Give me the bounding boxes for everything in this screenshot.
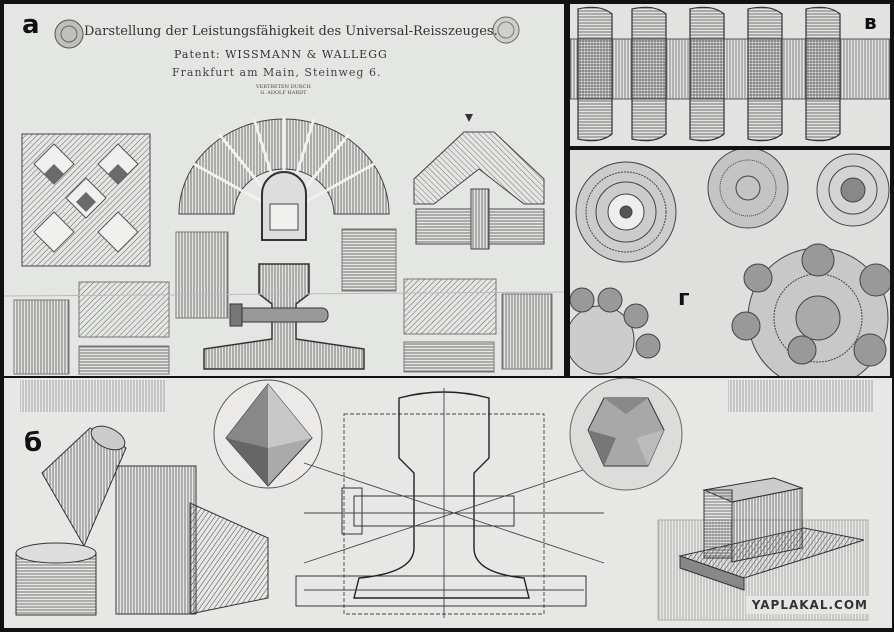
panel-label-g: г <box>678 286 690 311</box>
hatch-block <box>78 281 170 338</box>
watermark: YAPLAKAL.COM <box>745 596 874 614</box>
ring-of-spheres <box>570 287 661 375</box>
cylinders-and-prism <box>15 425 269 616</box>
box-on-slab <box>657 477 869 621</box>
rail-technical-drawing <box>295 388 605 618</box>
panel-label-v: в <box>864 10 877 34</box>
seal-right <box>492 16 520 44</box>
panel-label-a: а <box>22 10 40 40</box>
hatch-block <box>175 231 229 319</box>
fan-ornament <box>178 116 390 241</box>
patent-line: Patent: WISSMANN & WALLEGG <box>174 48 388 61</box>
hatch-block <box>13 299 70 375</box>
panel-v: в <box>570 4 890 146</box>
rosette-medium <box>707 150 789 229</box>
geometric-tile-pattern <box>21 133 151 267</box>
hatch-block <box>403 341 495 373</box>
panel-label-b: б <box>24 428 43 458</box>
hatch-block <box>78 345 170 375</box>
document-title: Darstellung der Leistungsfähigkeit des U… <box>84 24 498 39</box>
twisted-rope-drawing <box>570 6 890 142</box>
rosette-cluster <box>731 243 890 376</box>
cross-ornament <box>413 114 545 250</box>
polyhedron-in-circle <box>569 378 683 491</box>
hatch-block <box>403 278 497 335</box>
panel-b: б YAPLAKAL.COM <box>4 378 892 628</box>
octahedron-in-circle <box>213 379 323 489</box>
rosette-large <box>575 161 677 263</box>
agent-line-2: G. ADOLF HARDT <box>260 90 307 96</box>
agent-line-1: VERTRETEN DURCH <box>256 84 311 90</box>
agent-stamp: VERTRETEN DURCH G. ADOLF HARDT <box>256 84 311 96</box>
seal-left <box>54 19 84 49</box>
address-line: Frankfurt am Main, Steinweg 6. <box>172 66 382 79</box>
hatch-block <box>341 228 397 292</box>
hatch-block <box>501 293 553 370</box>
panel-g: г <box>570 150 890 376</box>
guilloche-rosettes <box>570 150 890 376</box>
rosette-small <box>816 153 890 227</box>
panel-a: а Darstellung der Leistungsfähigkeit des… <box>4 4 564 376</box>
engraving-sheet-b <box>15 378 874 621</box>
engraving-sheet-a <box>4 16 564 375</box>
